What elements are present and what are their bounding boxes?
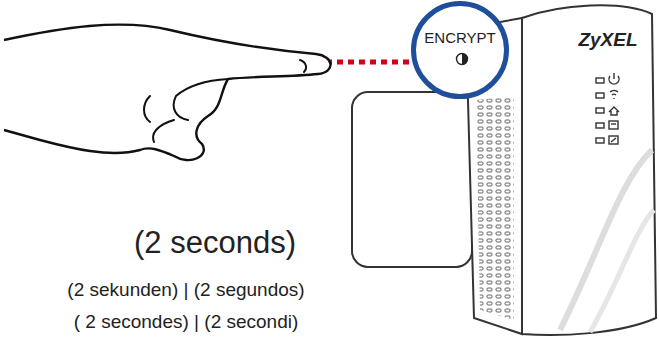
- caption-text: (2 seconds): [134, 226, 296, 260]
- brand-logo: ZyXEL: [578, 30, 637, 51]
- vent-holes: [476, 96, 514, 320]
- hand-creases: [144, 60, 306, 142]
- caption-text: (2 sekunden) | (2 segundos): [67, 280, 304, 301]
- press-indicator: [326, 60, 410, 65]
- caption-text: ( 2 secondes) | (2 secondi): [74, 312, 299, 333]
- button-symbol: [452, 52, 472, 66]
- front-face: [522, 5, 656, 335]
- plug-block: [352, 92, 472, 267]
- callout-circle: ENCRYPT: [411, 1, 509, 99]
- led-indicators: [596, 73, 619, 144]
- button-label: ENCRYPT: [416, 30, 504, 47]
- pointing-hand: [4, 25, 331, 161]
- face-swoosh: [590, 210, 654, 332]
